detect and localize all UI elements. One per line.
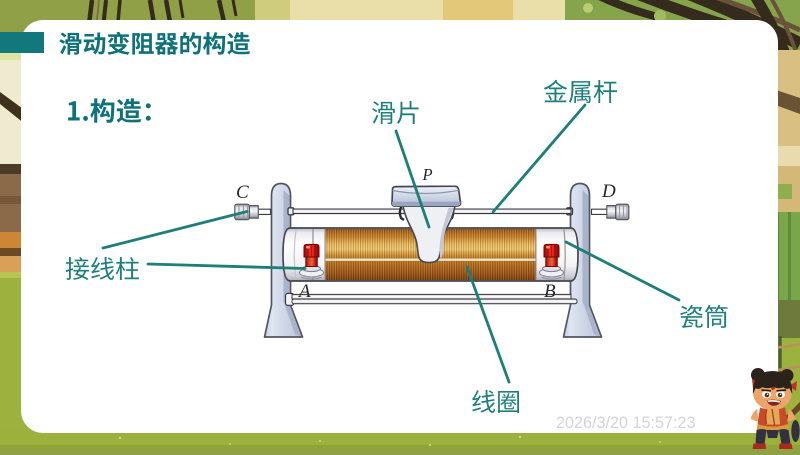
- svg-text:P: P: [422, 165, 433, 184]
- svg-text:A: A: [297, 281, 311, 302]
- svg-text:B: B: [544, 281, 556, 302]
- svg-text:D: D: [601, 181, 616, 202]
- svg-text:C: C: [236, 182, 249, 203]
- svg-text:2026/3/20 15:57:23: 2026/3/20 15:57:23: [556, 414, 696, 432]
